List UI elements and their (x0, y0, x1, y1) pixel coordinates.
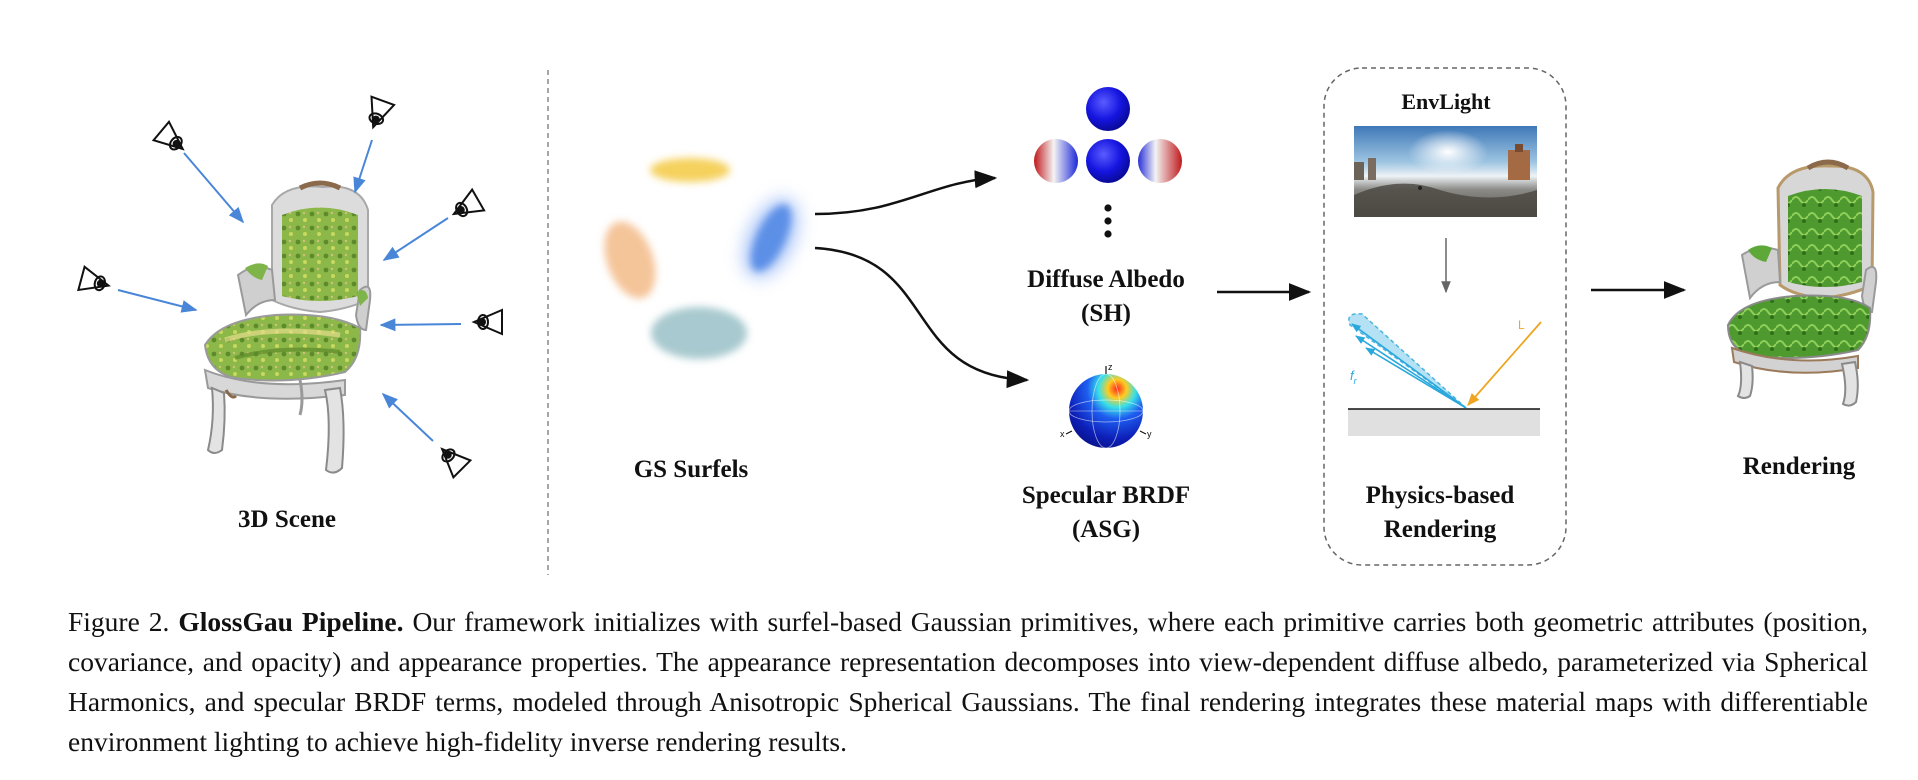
pipeline-diagram: z x y L fr (77, 67, 1878, 575)
envlight-label: EnvLight (1401, 89, 1491, 114)
brdf-lobe-label: fr (1350, 368, 1358, 386)
scene-label: 3D Scene (238, 506, 336, 533)
brdf-lobe-diagram: L fr (1348, 312, 1542, 436)
camera-arrows (117, 139, 462, 442)
surfel-blue (751, 204, 791, 272)
diffuse-label-line1: Diffuse Albedo (1027, 266, 1185, 293)
surfel-teal (651, 307, 747, 359)
eye-camera-icon (451, 187, 486, 218)
pipeline-figure: z x y L fr (77, 67, 1878, 575)
rendering-label: Rendering (1743, 453, 1856, 480)
arrow-to-diffuse (814, 170, 998, 216)
caption-title: GlossGau Pipeline. (178, 606, 404, 637)
diffuse-label-line2: (SH) (1081, 300, 1131, 327)
eye-camera-icon (368, 95, 396, 130)
surfels-label: GS Surfels (634, 456, 749, 483)
incident-light-label: L (1518, 318, 1525, 332)
caption-prefix: Figure 2. (68, 606, 179, 637)
eye-camera-icon (471, 308, 503, 336)
asg-sphere-icon: z x y (1060, 362, 1152, 449)
axis-y-label: y (1147, 429, 1152, 439)
specular-label-line1: Specular BRDF (1022, 482, 1190, 509)
scene-panel (77, 95, 503, 480)
pbr-label-line1: Physics-based (1366, 482, 1515, 509)
surfel-orange (604, 221, 656, 299)
arrow-to-specular (814, 246, 1030, 389)
eye-camera-icon (440, 447, 473, 480)
envmap-panorama (1354, 126, 1537, 217)
axis-z-label: z (1108, 362, 1113, 372)
chair-point-cloud (203, 180, 372, 474)
caption-body: Our framework initializes with surfel-ba… (68, 606, 1868, 757)
sh-sphere-icon (1034, 87, 1182, 238)
specular-label-line2: (ASG) (1072, 516, 1140, 543)
pbr-label-line2: Rendering (1384, 516, 1497, 543)
rendered-chair (1726, 159, 1878, 407)
gs-surfels (604, 158, 798, 359)
pbr-box (1323, 67, 1567, 566)
eye-camera-icon (151, 120, 185, 151)
eye-camera-icon (77, 265, 111, 292)
axis-x-label: x (1060, 429, 1065, 439)
surfel-yellow (650, 158, 730, 182)
figure-caption: Figure 2. GlossGau Pipeline. Our framewo… (68, 602, 1868, 762)
